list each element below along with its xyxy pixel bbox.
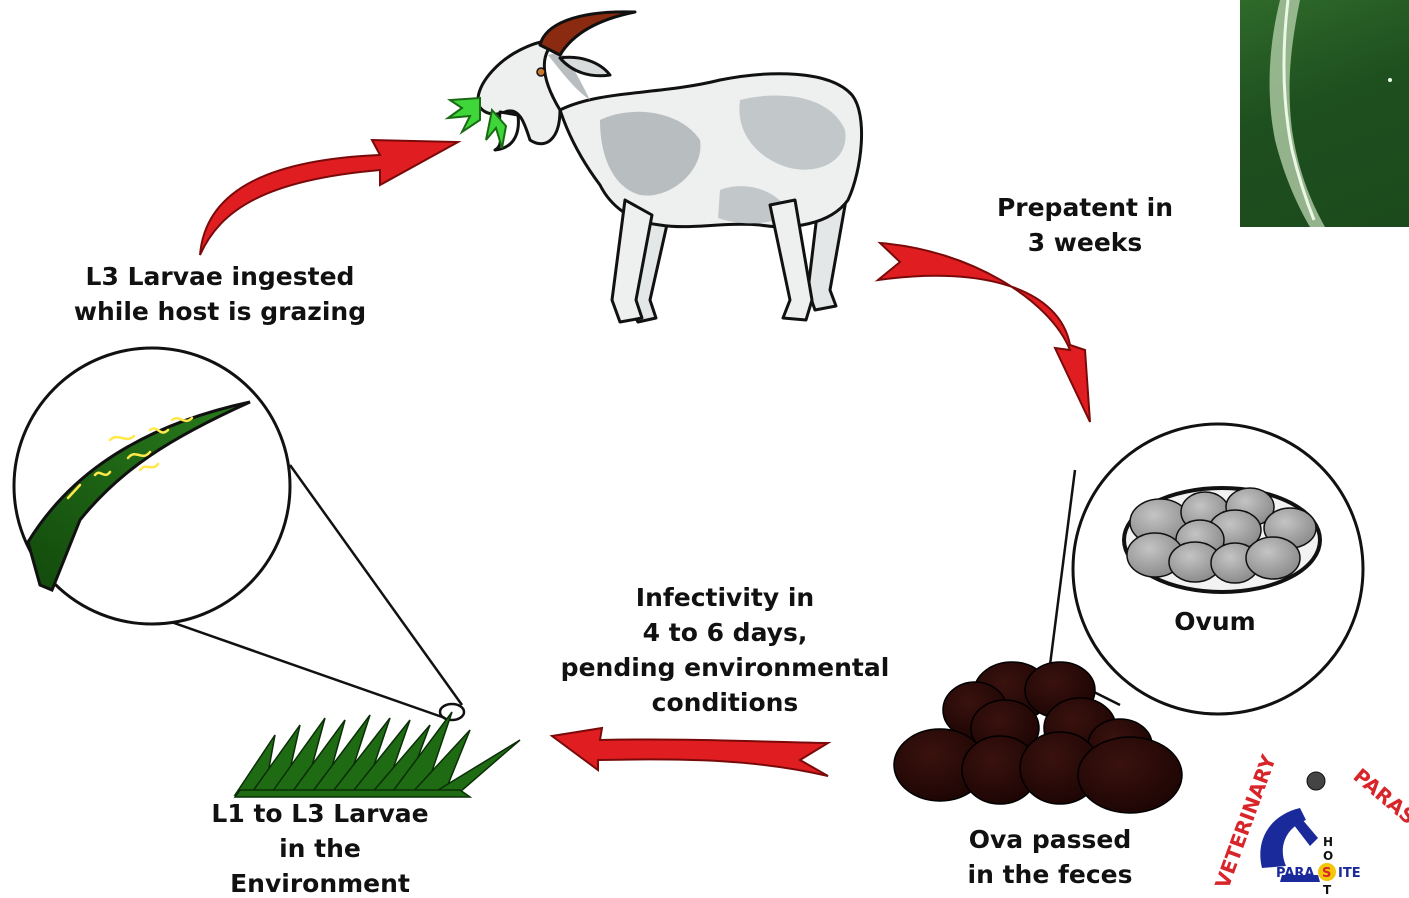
label-line: Environment xyxy=(195,866,445,898)
logo-dot-icon xyxy=(1307,772,1325,790)
label-ovum: Ovum xyxy=(1150,604,1280,639)
arrow-goat-to-ova xyxy=(878,243,1090,422)
logo-s: S xyxy=(1322,866,1331,881)
label-ova-passed: Ova passed in the feces xyxy=(945,822,1155,892)
grass-tuft xyxy=(235,712,520,797)
label-larvae-environment: L1 to L3 Larvae in the Environment xyxy=(195,796,445,898)
logo-host-h: H xyxy=(1323,835,1333,849)
logo-para: PARA xyxy=(1276,866,1314,881)
logo-arc-left: VETERINARY xyxy=(1210,751,1281,892)
label-line: L1 to L3 Larvae xyxy=(195,796,445,831)
ova-magnifier xyxy=(1050,424,1363,714)
label-line: 3 weeks xyxy=(985,225,1185,260)
label-line: while host is grazing xyxy=(60,294,380,329)
label-line: conditions xyxy=(560,685,890,720)
label-line: in the xyxy=(195,831,445,866)
label-line: Ovum xyxy=(1150,604,1280,639)
logo-host-o: O xyxy=(1323,849,1333,863)
larva-photo xyxy=(1240,0,1409,227)
veterinary-parasitology-logo: VETERINARY PARASITOLOGY PARA S ITE H O T xyxy=(1210,751,1409,897)
label-prepatent: Prepatent in 3 weeks xyxy=(985,190,1185,260)
goat-illustration xyxy=(478,12,862,322)
logo-ite: ITE xyxy=(1338,866,1361,881)
label-line: in the feces xyxy=(945,857,1155,892)
label-line: Ova passed xyxy=(945,822,1155,857)
label-infectivity: Infectivity in 4 to 6 days, pending envi… xyxy=(560,580,890,720)
label-line: L3 Larvae ingested xyxy=(60,259,380,294)
label-line: Prepatent in xyxy=(985,190,1185,225)
label-line: Infectivity in xyxy=(560,580,890,615)
grass-blade-magnifier xyxy=(14,348,464,720)
arrow-larvae-to-goat xyxy=(200,140,458,255)
label-line: 4 to 6 days, xyxy=(560,615,890,650)
label-l3-ingested: L3 Larvae ingested while host is grazing xyxy=(60,259,380,329)
logo-host-t: T xyxy=(1323,883,1332,897)
label-line: pending environmental xyxy=(560,650,890,685)
larva-photo-image xyxy=(1240,0,1409,227)
arrow-feces-to-grass xyxy=(552,728,828,776)
